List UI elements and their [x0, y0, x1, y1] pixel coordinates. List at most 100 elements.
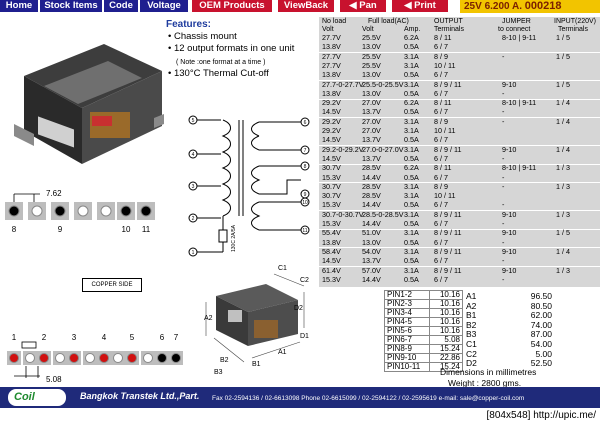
nav-oem-products[interactable]: OEM Products	[192, 0, 272, 12]
table-cell: 30.7-0-30.7V	[322, 209, 364, 219]
feature-item: • Chassis mount	[168, 31, 237, 42]
pin-spacing: 15.24	[429, 362, 463, 372]
table-cell: 6.2A	[404, 163, 419, 173]
table-cell: 8 / 9 / 11	[434, 144, 462, 154]
table-cell: 14.5V	[322, 153, 341, 163]
feature-text: Chassis mount	[173, 31, 237, 42]
table-cell: 3.1A	[404, 228, 419, 238]
nav-stock-items[interactable]: Stock Items	[40, 0, 102, 12]
table-cell: 1 / 4	[556, 116, 570, 126]
table-cell: 9-10	[502, 79, 517, 89]
pad-hole	[171, 353, 181, 363]
table-cell: 6.2A	[404, 33, 419, 42]
dim-key: A2	[466, 300, 477, 311]
dim-label: D2	[294, 305, 303, 312]
top-nav: Home Stock Items Code Voltage OEM Produc…	[0, 0, 600, 13]
table-cell: 3.1A	[404, 79, 419, 89]
table-cell: -	[502, 172, 505, 182]
nav-code[interactable]: Code	[104, 0, 138, 12]
table-cell: 13.8V	[322, 88, 341, 98]
header-volt: Volt	[362, 26, 374, 33]
table-cell: 15.3V	[322, 200, 341, 210]
table-cell: 10 / 11	[434, 60, 456, 70]
table-cell: 9-10	[502, 144, 517, 154]
pin-pair: PIN10-11	[384, 362, 430, 372]
table-cell: 13.8V	[322, 70, 341, 80]
table-cell: 3.1A	[404, 144, 419, 154]
row-separator	[319, 266, 600, 267]
nav-voltage[interactable]: Voltage	[140, 0, 188, 12]
part-number: 000218	[524, 0, 562, 12]
dim-label: D1	[300, 333, 309, 340]
dim-key: B3	[466, 329, 477, 340]
nav-print[interactable]: ◀ Print	[392, 0, 448, 12]
company-name: Bangkok Transtek Ltd.,Part.	[80, 391, 200, 401]
header-fullload: Full load(AC)	[368, 18, 409, 25]
row-separator	[319, 145, 600, 147]
pad-hole	[8, 205, 20, 217]
table-cell: 9-10	[502, 265, 517, 275]
row-separator	[319, 210, 600, 212]
row-separator	[319, 163, 600, 165]
table-cell: 3.1A	[404, 181, 419, 191]
table-cell: 13.0V	[362, 88, 381, 98]
pad-hole	[113, 353, 123, 363]
table-cell: 1 / 4	[556, 144, 570, 154]
table-cell: 6 / 7	[434, 88, 448, 98]
header-noload: No load	[322, 18, 347, 25]
feature-text: 12 output formats in one unit	[173, 43, 295, 54]
pad-hole	[54, 205, 66, 217]
table-cell: 13.7V	[362, 256, 381, 266]
table-cell: 6 / 7	[434, 107, 448, 117]
pitch-label: 5.08	[46, 375, 62, 384]
pad-hole	[31, 205, 43, 217]
weight-label: Weight : 2800 gms.	[448, 378, 522, 388]
features-title: Features:	[166, 19, 212, 30]
table-cell: 15.3V	[322, 219, 341, 228]
dim-label: B2	[220, 357, 229, 364]
table-cell: 27.0V	[362, 126, 381, 135]
header-jumper: JUMPER	[502, 18, 531, 25]
table-cell: 8-10 | 9-11	[502, 98, 537, 108]
table-cell: 25.5V	[362, 51, 381, 61]
table-cell: -	[502, 51, 505, 61]
nav-viewback[interactable]: ViewBack	[278, 0, 334, 12]
table-cell: 14.5V	[322, 107, 341, 117]
table-cell: 1 / 3	[556, 265, 570, 275]
pad-label: 6	[160, 333, 165, 342]
table-cell: 9-10	[502, 246, 517, 256]
table-cell: 13.8V	[322, 42, 341, 52]
pad-label: 3	[72, 333, 77, 342]
pad-label: 7	[174, 333, 179, 342]
table-cell: 57.0V	[362, 265, 381, 275]
table-cell: 8 / 9 / 11	[434, 246, 462, 256]
nav-pan-label: Pan	[359, 0, 377, 11]
table-cell: 14.4V	[362, 172, 381, 182]
nav-pan[interactable]: ◀ Pan	[340, 0, 386, 12]
arrow-left-icon: ◀	[349, 0, 357, 11]
table-cell: 25.5V	[362, 33, 381, 42]
table-cell: 3.1A	[404, 209, 419, 219]
pin-label: 3	[192, 184, 195, 190]
table-cell: 25.5V	[362, 60, 381, 70]
nav-home[interactable]: Home	[0, 0, 38, 12]
dim-key: A1	[466, 291, 477, 301]
pad-hole	[85, 353, 95, 363]
pin-label: 9	[304, 192, 307, 198]
table-cell: 1 / 3	[556, 209, 570, 219]
pitch-label: 7.62	[46, 189, 62, 198]
table-cell: 3.1A	[404, 51, 419, 61]
dimension-note: Dimensions in millimetres	[440, 367, 537, 377]
table-cell: 15.3V	[322, 274, 341, 284]
pinout-top: 7.62 8 9 10 11	[5, 189, 155, 234]
table-cell: 3.1A	[404, 126, 419, 135]
table-cell: -	[502, 256, 505, 266]
table-cell: 6 / 7	[434, 135, 448, 145]
